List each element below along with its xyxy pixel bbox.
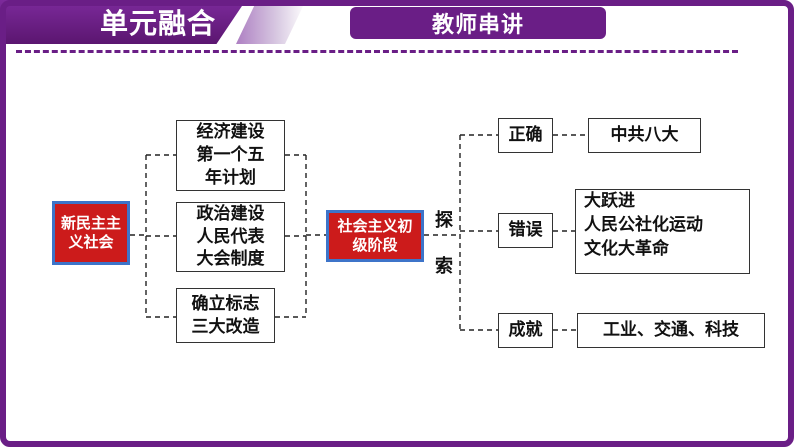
page-title: 单元融合 — [0, 0, 246, 44]
node-new-democracy-text: 新民主主义社会 — [61, 214, 122, 251]
section-tab-label: 教师串讲 — [431, 13, 524, 38]
node-politics-text: 政治建设人民代表大会制度 — [196, 203, 265, 270]
header-divider — [16, 50, 738, 53]
branch-content-wrong: 大跃进 人民公社化运动 文化大革命 — [575, 189, 750, 274]
branch-label-correct: 正确 — [498, 118, 553, 153]
node-marker: 确立标志三大改造 — [176, 288, 275, 343]
branch-content-correct: 中共八大 — [588, 118, 701, 153]
branch-label-achievement: 成就 — [498, 313, 553, 348]
branch-label-achievement-text: 成就 — [508, 320, 543, 341]
branch-label-wrong: 错误 — [498, 213, 553, 248]
section-tab: 教师串讲 — [350, 7, 606, 39]
branch-content-wrong-line-1: 大跃进 — [584, 191, 635, 211]
page-title-text: 单元融合 — [100, 7, 217, 40]
branch-content-wrong-line-3: 文化大革命 — [584, 238, 669, 259]
branch-content-correct-text: 中共八大 — [610, 125, 679, 146]
branch-label-correct-text: 正确 — [508, 125, 543, 146]
node-economy: 经济建设第一个五年计划 — [176, 120, 285, 191]
explore-label: 探索 — [435, 210, 453, 277]
node-primary-stage: 社会主义初级阶段 — [326, 210, 424, 262]
branch-content-wrong-line-2: 人民公社化运动 — [584, 214, 703, 235]
branch-content-achievement-text: 工业、交通、科技 — [603, 320, 739, 341]
branch-label-wrong-text: 错误 — [508, 220, 543, 241]
branch-content-achievement: 工业、交通、科技 — [577, 313, 765, 348]
node-economy-text: 经济建设第一个五年计划 — [196, 122, 265, 188]
node-marker-text: 确立标志三大改造 — [191, 293, 260, 337]
node-new-democracy: 新民主主义社会 — [52, 201, 130, 265]
node-politics: 政治建设人民代表大会制度 — [176, 202, 285, 272]
node-primary-stage-text: 社会主义初级阶段 — [337, 217, 413, 254]
